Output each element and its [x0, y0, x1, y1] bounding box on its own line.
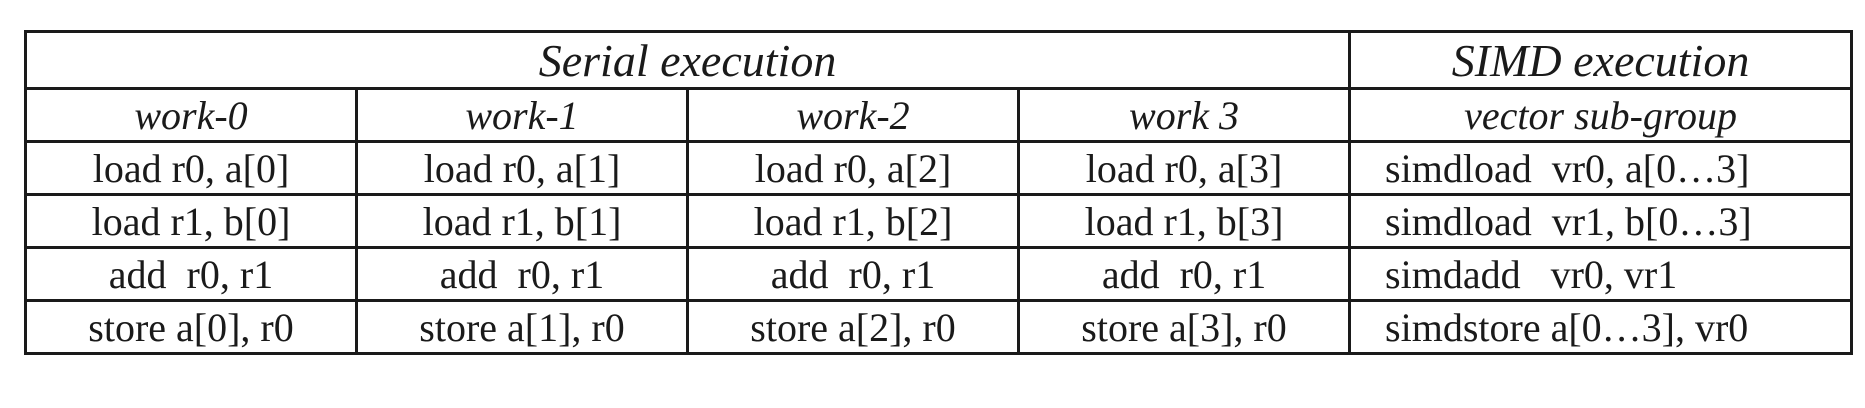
serial-instruction-cell: load r1, b[3]	[1016, 193, 1352, 249]
column-header-work-0: work-0	[24, 87, 358, 143]
serial-instruction-cell: load r1, b[1]	[355, 193, 689, 249]
simd-instruction-cell: simdload vr1, b[0…3]	[1348, 193, 1854, 249]
column-header-work-2: work-2	[686, 87, 1020, 143]
serial-instruction-cell: store a[0], r0	[24, 299, 358, 355]
column-header-work-3: work 3	[1016, 87, 1352, 143]
execution-comparison-table: Serial execution SIMD execution work-0 w…	[23, 30, 1854, 355]
simd-instruction-cell: simdload vr0, a[0…3]	[1348, 140, 1854, 196]
table-row: load r0, a[0] load r0, a[1] load r0, a[2…	[24, 140, 1854, 196]
table-row: load r1, b[0] load r1, b[1] load r1, b[2…	[24, 193, 1854, 249]
serial-instruction-cell: load r0, a[2]	[686, 140, 1020, 196]
serial-execution-header: Serial execution	[23, 30, 1352, 90]
serial-instruction-cell: add r0, r1	[686, 246, 1020, 302]
serial-instruction-cell: add r0, r1	[24, 246, 358, 302]
simd-instruction-cell: simdadd vr0, vr1	[1348, 246, 1854, 302]
table-row: add r0, r1 add r0, r1 add r0, r1 add r0,…	[24, 246, 1854, 302]
serial-instruction-cell: add r0, r1	[1016, 246, 1352, 302]
serial-instruction-cell: load r0, a[0]	[24, 140, 358, 196]
column-header-vector-sub-group: vector sub-group	[1348, 87, 1854, 143]
serial-instruction-cell: load r0, a[1]	[355, 140, 689, 196]
serial-instruction-cell: load r1, b[2]	[686, 193, 1020, 249]
serial-instruction-cell: add r0, r1	[355, 246, 689, 302]
simd-instruction-cell: simdstore a[0…3], vr0	[1348, 299, 1854, 355]
table-row: store a[0], r0 store a[1], r0 store a[2]…	[24, 299, 1854, 355]
serial-instruction-cell: store a[1], r0	[355, 299, 689, 355]
serial-instruction-cell: store a[2], r0	[686, 299, 1020, 355]
section-header-row: Serial execution SIMD execution	[23, 30, 1854, 90]
serial-instruction-cell: store a[3], r0	[1016, 299, 1352, 355]
simd-execution-header: SIMD execution	[1348, 30, 1854, 90]
serial-instruction-cell: load r1, b[0]	[24, 193, 358, 249]
column-header-work-1: work-1	[355, 87, 689, 143]
serial-instruction-cell: load r0, a[3]	[1016, 140, 1352, 196]
column-header-row: work-0 work-1 work-2 work 3 vector sub-g…	[24, 87, 1854, 143]
